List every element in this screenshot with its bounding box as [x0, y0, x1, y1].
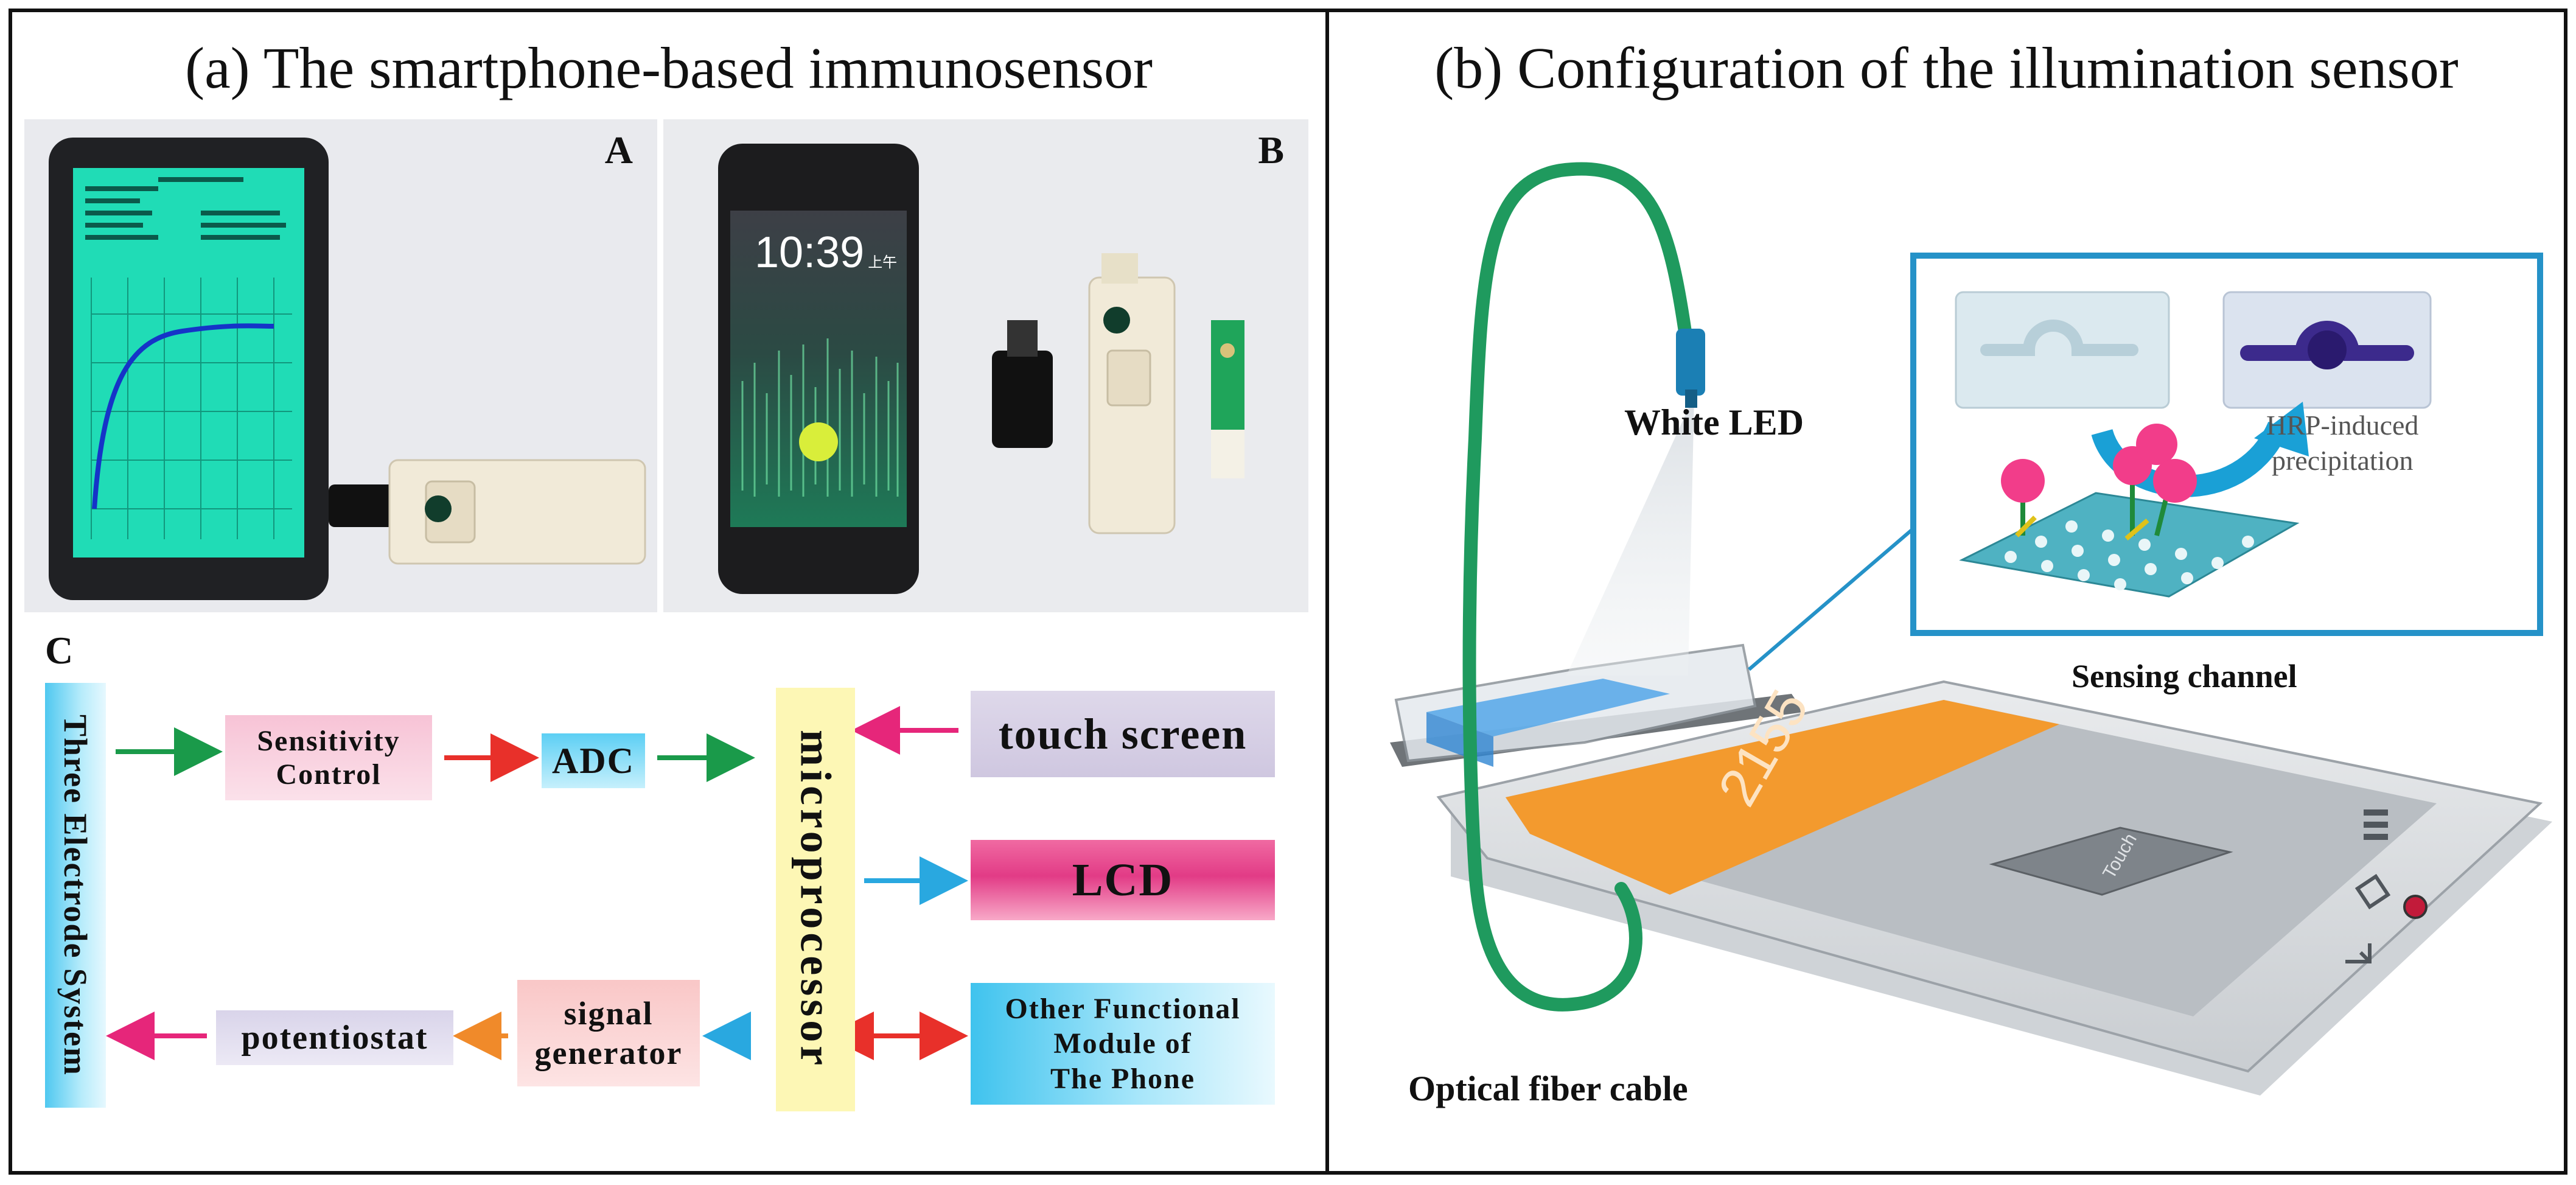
potentiostat-block: potentiostat — [216, 1010, 453, 1065]
optical-fiber-label: Optical fiber cable — [1408, 1069, 1688, 1108]
illumination-sensor-illustration — [1390, 162, 2552, 1096]
panel-a: (a) The smartphone-based immunosensor — [9, 9, 1329, 1175]
adc-block: ADC — [542, 733, 645, 788]
potentiostat-label: potentiostat — [241, 1019, 428, 1057]
sensitivity-line2: Control — [276, 758, 382, 791]
other-line1: Other Functional — [1005, 992, 1241, 1025]
microprocessor-label: microprocessor — [791, 730, 840, 1069]
three-electrode-block: Three Electrode System — [45, 683, 106, 1108]
photo-b-illustration — [663, 119, 1308, 612]
hrp-label: HRP-induced precipitation — [2266, 408, 2418, 478]
signal-line1: signal — [564, 994, 654, 1032]
touch-screen-label: touch screen — [998, 709, 1248, 758]
orange-display — [1506, 700, 2059, 895]
other-line2: Module of — [1053, 1027, 1192, 1060]
unlock-circle — [799, 422, 838, 461]
clock-time: 10:39 — [755, 228, 865, 277]
signal-line2: generator — [534, 1034, 683, 1071]
three-electrode-label: Three Electrode System — [57, 715, 94, 1076]
photo-a-illustration — [24, 119, 657, 612]
photo-b-label: B — [1258, 128, 1284, 172]
white-led-label: White LED — [1624, 402, 1804, 442]
hrp-line1: HRP-induced — [2266, 410, 2419, 441]
panel-a-title: (a) The smartphone-based immunosensor — [185, 35, 1153, 100]
panel-b-title: (b) Configuration of the illumination se… — [1434, 35, 2459, 100]
photo-a: A — [24, 119, 657, 612]
clock-suffix: 上午 — [868, 254, 898, 271]
light-cone — [1566, 396, 1694, 676]
section-c-label: C — [45, 629, 74, 672]
lcd-block: LCD — [971, 840, 1275, 920]
touch-button — [1989, 827, 2233, 896]
callout-line — [1748, 522, 1921, 671]
panel-b: (b) Configuration of the illumination se… — [1325, 9, 2567, 1175]
other-line3: The Phone — [1050, 1062, 1196, 1095]
blue-channel — [1426, 679, 1670, 736]
sensitivity-control-block: Sensitivity Control — [225, 715, 432, 800]
microprocessor-block: microprocessor — [776, 688, 855, 1111]
led-housing — [1676, 329, 1705, 396]
sensitivity-line1: Sensitivity — [257, 724, 400, 757]
lcd-label: LCD — [1072, 854, 1174, 906]
sensing-channel-label: Sensing channel — [2072, 658, 2297, 694]
curve — [92, 323, 274, 509]
photo-a-label: A — [604, 128, 633, 172]
touch-screen-block: touch screen — [971, 691, 1275, 777]
adc-label: ADC — [552, 740, 635, 781]
camera-dot — [2403, 895, 2428, 919]
block-diagram-arrows — [106, 706, 968, 1060]
fiber-cable — [1462, 162, 1695, 1012]
signal-generator-block: signal generator — [517, 980, 700, 1086]
hrp-line2: precipitation — [2271, 444, 2414, 476]
other-module-block: Other Functional Module of The Phone — [971, 983, 1275, 1105]
photo-divider — [657, 119, 663, 612]
chip-before — [1955, 291, 2170, 409]
